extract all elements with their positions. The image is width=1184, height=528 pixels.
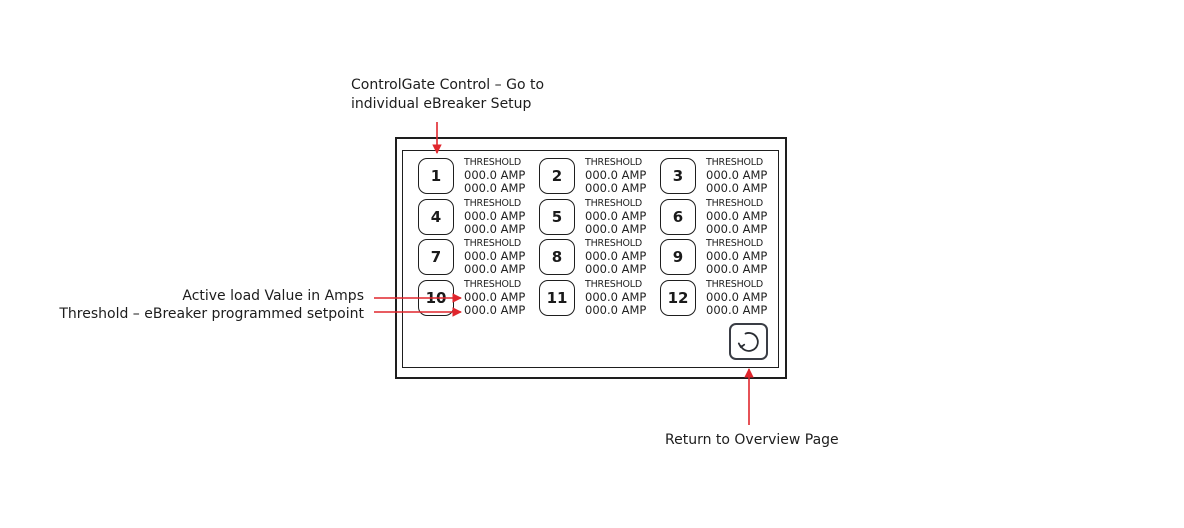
callout-line-2: individual eBreaker Setup <box>351 96 532 112</box>
breaker-info: THRESHOLD 000.0 AMP 000.0 AMP <box>585 197 646 236</box>
breaker-info: THRESHOLD 000.0 AMP 000.0 AMP <box>464 237 525 276</box>
breaker-info: THRESHOLD 000.0 AMP 000.0 AMP <box>464 197 525 236</box>
breaker-button[interactable]: 10 <box>418 280 454 317</box>
breaker-button[interactable]: 12 <box>660 280 696 317</box>
breaker-cell: 7 THRESHOLD 000.0 AMP 000.0 AMP <box>418 238 536 276</box>
active-load-value: 000.0 AMP <box>464 249 526 264</box>
threshold-label: THRESHOLD <box>585 157 643 168</box>
breaker-button[interactable]: 3 <box>660 158 696 194</box>
breaker-cell: 2 THRESHOLD 000.0 AMP 000.0 AMP <box>539 157 657 195</box>
breaker-cell: 4 THRESHOLD 000.0 AMP 000.0 AMP <box>418 198 536 236</box>
threshold-label: THRESHOLD <box>706 238 764 250</box>
threshold-value: 000.0 AMP <box>585 262 647 277</box>
active-load-value: 000.0 AMP <box>464 208 526 223</box>
breaker-cell: 9 THRESHOLD 000.0 AMP 000.0 AMP <box>660 238 778 276</box>
breaker-button[interactable]: 9 <box>660 239 696 276</box>
threshold-label: THRESHOLD <box>464 197 522 209</box>
threshold-value: 000.0 AMP <box>464 181 526 195</box>
refresh-icon <box>737 331 759 352</box>
active-load-value: 000.0 AMP <box>706 208 768 223</box>
active-load-value: 000.0 AMP <box>464 290 526 305</box>
threshold-value: 000.0 AMP <box>464 262 526 277</box>
threshold-value: 000.0 AMP <box>706 303 768 318</box>
threshold-label: THRESHOLD <box>464 157 522 168</box>
callout-controlgate-control: ControlGate Control – Go to individual e… <box>351 76 544 114</box>
device-screen <box>402 150 779 368</box>
breaker-button[interactable]: 6 <box>660 198 696 235</box>
breaker-button[interactable]: 4 <box>418 198 454 235</box>
active-load-value: 000.0 AMP <box>585 208 647 223</box>
callout-return-overview: Return to Overview Page <box>665 432 839 448</box>
breaker-button[interactable]: 5 <box>539 198 575 235</box>
active-load-value: 000.0 AMP <box>464 168 526 182</box>
breaker-info: THRESHOLD 000.0 AMP 000.0 AMP <box>585 237 646 276</box>
threshold-label: THRESHOLD <box>464 279 522 291</box>
breaker-info: THRESHOLD 000.0 AMP 000.0 AMP <box>706 197 767 236</box>
breaker-info: THRESHOLD 000.0 AMP 000.0 AMP <box>585 278 646 317</box>
active-load-value: 000.0 AMP <box>585 168 647 182</box>
threshold-label: THRESHOLD <box>706 197 764 209</box>
breaker-info: THRESHOLD 000.0 AMP 000.0 AMP <box>706 237 767 276</box>
breaker-cell: 10 THRESHOLD 000.0 AMP 000.0 AMP <box>418 279 536 317</box>
threshold-value: 000.0 AMP <box>706 221 768 236</box>
threshold-value: 000.0 AMP <box>464 221 526 236</box>
callout-line-1: ControlGate Control – Go to <box>351 77 545 93</box>
breaker-cell: 12 THRESHOLD 000.0 AMP 000.0 AMP <box>660 279 778 317</box>
breaker-button[interactable]: 8 <box>539 239 575 276</box>
threshold-label: THRESHOLD <box>706 157 764 168</box>
active-load-value: 000.0 AMP <box>706 249 768 264</box>
threshold-value: 000.0 AMP <box>706 262 768 277</box>
breaker-info: THRESHOLD 000.0 AMP 000.0 AMP <box>706 156 767 195</box>
active-load-value: 000.0 AMP <box>706 290 768 305</box>
breaker-cell: 5 THRESHOLD 000.0 AMP 000.0 AMP <box>539 198 657 236</box>
breaker-button[interactable]: 7 <box>418 239 454 276</box>
threshold-label: THRESHOLD <box>585 197 643 209</box>
active-load-value: 000.0 AMP <box>706 168 768 182</box>
breaker-button[interactable]: 11 <box>539 280 575 317</box>
threshold-value: 000.0 AMP <box>464 303 526 318</box>
threshold-label: THRESHOLD <box>585 238 643 250</box>
callout-threshold: Threshold – eBreaker programmed setpoint <box>59 306 364 322</box>
breaker-info: THRESHOLD 000.0 AMP 000.0 AMP <box>464 278 525 317</box>
threshold-value: 000.0 AMP <box>585 181 647 195</box>
threshold-value: 000.0 AMP <box>706 181 768 195</box>
active-load-value: 000.0 AMP <box>585 249 647 264</box>
threshold-label: THRESHOLD <box>585 279 643 291</box>
callout-active-load: Active load Value in Amps <box>182 288 364 304</box>
breaker-button[interactable]: 1 <box>418 158 454 194</box>
breaker-cell: 6 THRESHOLD 000.0 AMP 000.0 AMP <box>660 198 778 236</box>
breaker-info: THRESHOLD 000.0 AMP 000.0 AMP <box>585 156 646 195</box>
breaker-info: THRESHOLD 000.0 AMP 000.0 AMP <box>464 156 525 195</box>
threshold-label: THRESHOLD <box>464 238 522 250</box>
breaker-cell: 1 THRESHOLD 000.0 AMP 000.0 AMP <box>418 157 536 195</box>
threshold-value: 000.0 AMP <box>585 221 647 236</box>
breaker-button[interactable]: 2 <box>539 158 575 194</box>
return-overview-button[interactable] <box>729 323 768 360</box>
threshold-label: THRESHOLD <box>706 279 764 291</box>
threshold-value: 000.0 AMP <box>585 303 647 318</box>
breaker-info: THRESHOLD 000.0 AMP 000.0 AMP <box>706 278 767 317</box>
breaker-cell: 11 THRESHOLD 000.0 AMP 000.0 AMP <box>539 279 657 317</box>
breaker-cell: 3 THRESHOLD 000.0 AMP 000.0 AMP <box>660 157 778 195</box>
active-load-value: 000.0 AMP <box>585 290 647 305</box>
breaker-cell: 8 THRESHOLD 000.0 AMP 000.0 AMP <box>539 238 657 276</box>
